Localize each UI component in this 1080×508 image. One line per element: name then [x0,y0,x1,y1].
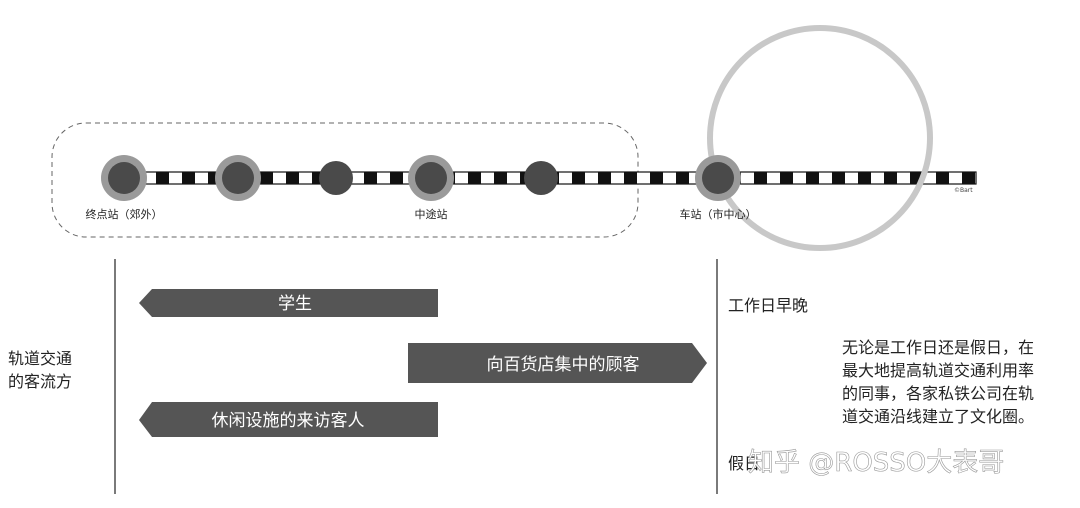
note-line-1: 无论是工作日还是假日，在 [842,338,1034,357]
flow-arrow-shoppers: 向百货店集中的顾客 [408,343,707,383]
station-s3 [319,161,353,195]
station-label-midway: 中途站 [415,207,448,221]
flow-label-shoppers: 向百货店集中的顾客 [487,355,640,375]
station-s5 [524,161,558,195]
station-midway [408,155,454,201]
station-city [695,155,741,201]
station-terminal [101,155,147,201]
holiday-label: 假日 [728,454,760,473]
stations [101,155,741,201]
note-line-2: 最大地提高轨道交通利用率 [842,361,1034,380]
flow-label-students: 学生 [278,294,312,314]
flow-arrow-leisure: 休闲设施的来访客人 [139,402,438,437]
city-center-circle [707,25,933,251]
weekday-label: 工作日早晚 [728,296,808,315]
ridership-label-line2: 的客流方 [8,372,72,391]
note-line-3: 的同事，各家私铁公司在轨 [842,384,1034,403]
credit-text: ©Bart [954,187,973,194]
ridership-label-line1: 轨道交通 [8,349,72,368]
station-label-city: 车站（市中心） [680,207,757,221]
flow-arrow-students: 学生 [139,289,438,317]
watermark-text: 知乎 @ROSSO大表哥 [748,448,1004,478]
station-label-terminal: 终点站（郊外） [86,207,163,221]
note-line-4: 道交通沿线建立了文化圈。 [842,407,1034,426]
explanatory-note: 无论是工作日还是假日，在 最大地提高轨道交通利用率 的同事，各家私铁公司在轨 道… [842,338,1034,426]
station-s2 [215,155,261,201]
flow-label-leisure: 休闲设施的来访客人 [212,411,365,431]
